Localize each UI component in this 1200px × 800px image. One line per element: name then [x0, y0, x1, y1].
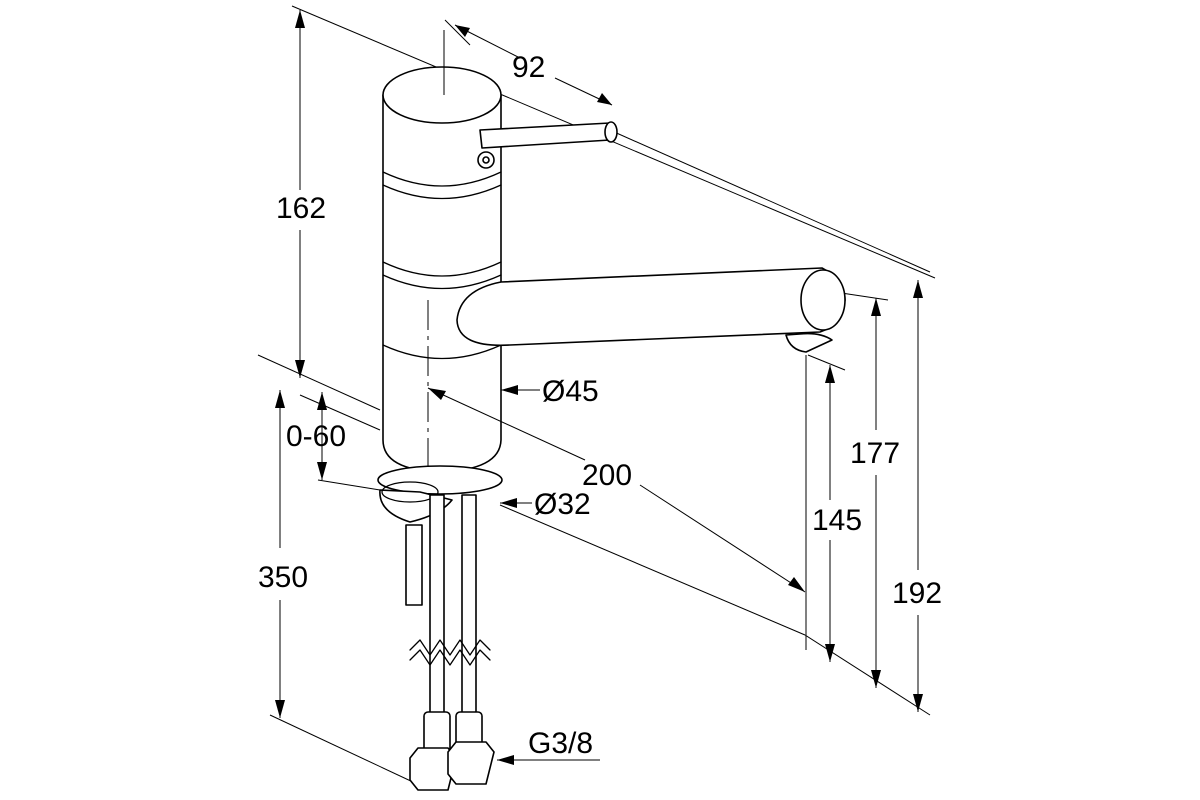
dim-clamp-range: 0-60 [286, 420, 346, 453]
dimension-labels: 92 162 0-60 Ø45 200 Ø32 350 145 177 192 … [258, 51, 942, 760]
dimension-lines [275, 10, 923, 765]
faucet-body [382, 30, 502, 473]
spout [456, 267, 846, 353]
dim-aerator-height: 177 [850, 437, 900, 470]
dim-spout-height: 145 [812, 504, 862, 537]
dim-body-height: 162 [276, 192, 326, 225]
dim-handle-reach: 92 [512, 51, 545, 84]
dim-body-diameter: Ø45 [542, 375, 599, 408]
dim-spout-reach: 200 [582, 459, 632, 492]
dim-mount-hole: Ø32 [534, 488, 591, 521]
dim-connection-thread: G3/8 [528, 727, 593, 760]
lever-handle [477, 121, 618, 169]
dim-total-height: 192 [892, 577, 942, 610]
dim-hose-length: 350 [258, 561, 308, 594]
mounting-assembly [377, 465, 503, 791]
